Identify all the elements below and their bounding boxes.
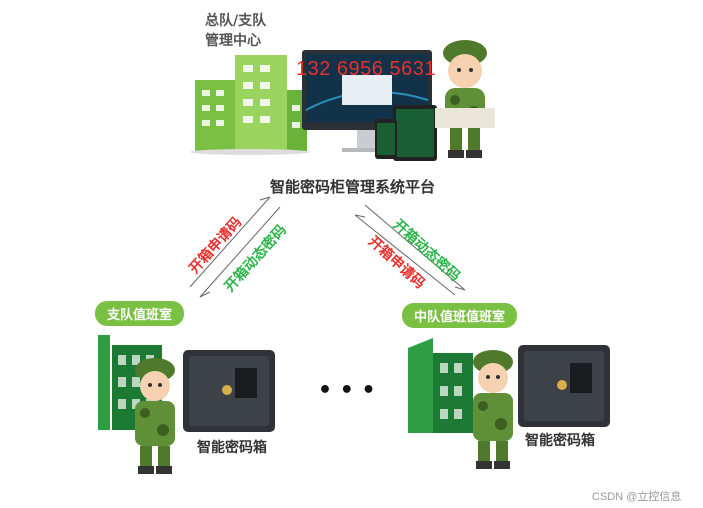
soldier-hq-icon [430,38,500,163]
hq-building [190,50,310,155]
right-station-badge: 中队值班值班室 [402,303,517,328]
left-safe-icon [183,350,278,435]
soldier-left-icon [125,358,185,478]
left-safe-label: 智能密码箱 [197,437,267,457]
phone-number: 132 6956 5631 [296,58,436,81]
hq-title-line2: 管理中心 [205,30,261,50]
watermark: CSDN @立控信息 [592,488,681,504]
hq-title-line1: 总队/支队 [205,10,266,30]
left-station-badge: 支队值班室 [95,301,184,326]
soldier-right-icon [463,350,523,475]
ellipsis: • • • [318,378,376,403]
right-safe-icon [518,345,613,430]
right-safe-label: 智能密码箱 [525,430,595,450]
platform-label: 智能密码柜管理系统平台 [270,176,435,197]
